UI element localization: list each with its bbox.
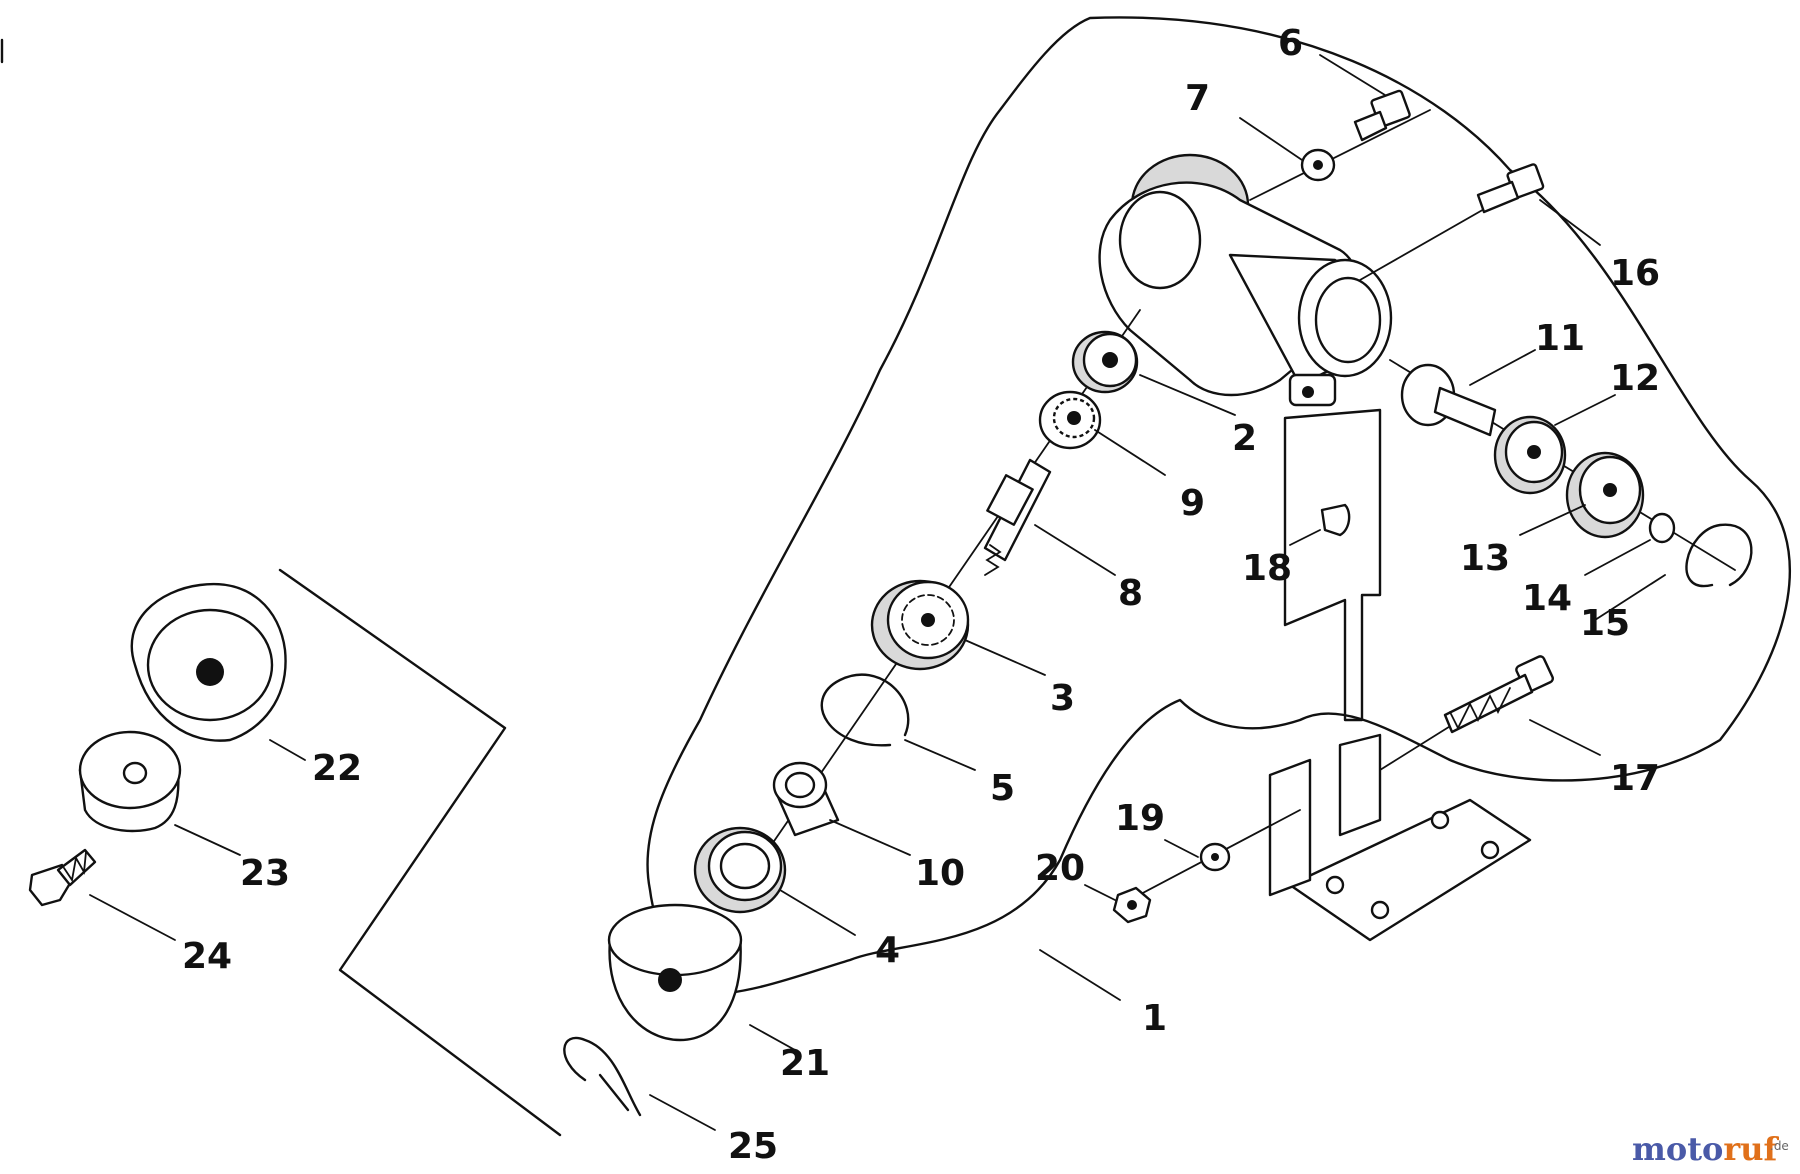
clip-18 (1320, 503, 1351, 537)
part-8-shaft (983, 458, 1052, 576)
part-24-bolt (28, 848, 97, 907)
leader-lines (89, 54, 1666, 1131)
part-12-bearing (1493, 415, 1567, 495)
callout-13: 13 (1460, 538, 1510, 579)
watermark-logo[interactable]: motoruf .de (1632, 1130, 1789, 1168)
callout-19: 19 (1115, 798, 1165, 839)
part-11-gear-shaft (1400, 363, 1497, 437)
part-17-bolt (1443, 655, 1554, 734)
part-2-bearing (1071, 330, 1139, 394)
callout-11: 11 (1535, 318, 1585, 359)
part-4-seal (693, 826, 787, 914)
watermark-brand-b: ruf (1723, 1130, 1779, 1168)
callout-7: 7 (1185, 78, 1210, 119)
callout-1: 1 (1142, 998, 1167, 1039)
part-21-cup (607, 903, 743, 1042)
callout-9: 9 (1180, 483, 1205, 524)
callout-20: 20 (1035, 848, 1085, 889)
callout-14: 14 (1522, 578, 1572, 619)
callout-24: 24 (182, 936, 232, 977)
mounting-bracket (1268, 733, 1532, 942)
part-25-pin (563, 1036, 642, 1117)
callout-12: 12 (1610, 358, 1660, 399)
part-23-washer (78, 730, 182, 833)
gear-housing (1098, 153, 1393, 407)
axis-line-top (1249, 109, 1431, 201)
callout-18: 18 (1242, 548, 1292, 589)
watermark-brand-a: moto (1632, 1130, 1723, 1168)
part-3-bearing (870, 579, 970, 671)
part-6-bolt (1353, 89, 1411, 142)
part-5-circlip (820, 673, 910, 747)
callout-6: 6 (1278, 23, 1303, 64)
assembly-outline (646, 16, 1792, 997)
part-10-spacer (772, 761, 840, 837)
clamp-strap (1283, 408, 1382, 722)
watermark-tld: .de (1770, 1139, 1789, 1153)
axis-line-17 (1379, 719, 1461, 771)
callout-25: 25 (728, 1126, 778, 1167)
part-9-gear (1038, 390, 1102, 450)
svg-text:motoruf: motoruf (1632, 1130, 1779, 1168)
callout-23: 23 (240, 853, 290, 894)
part-20-nut (1112, 886, 1152, 924)
callout-5: 5 (990, 768, 1015, 809)
callout-22: 22 (312, 748, 362, 789)
part-19-washer (1199, 842, 1231, 872)
callout-17: 17 (1610, 758, 1660, 799)
callout-10: 10 (915, 853, 965, 894)
part-16-bolt (1476, 163, 1545, 214)
part-22-cover (130, 582, 287, 742)
callout-2: 2 (1232, 418, 1257, 459)
part-13-bearing (1565, 451, 1645, 539)
bracket-frame-21-25 (278, 568, 562, 1137)
axis-line-16 (1359, 199, 1501, 281)
callout-15: 15 (1580, 603, 1630, 644)
part-15-circlip (1685, 523, 1753, 588)
callout-16: 16 (1610, 253, 1660, 294)
callout-8: 8 (1118, 573, 1143, 614)
part-14-ring (1648, 512, 1676, 544)
callout-4: 4 (875, 930, 900, 971)
part-7-washer (1300, 148, 1336, 182)
callout-3: 3 (1050, 678, 1075, 719)
callout-21: 21 (780, 1043, 830, 1084)
